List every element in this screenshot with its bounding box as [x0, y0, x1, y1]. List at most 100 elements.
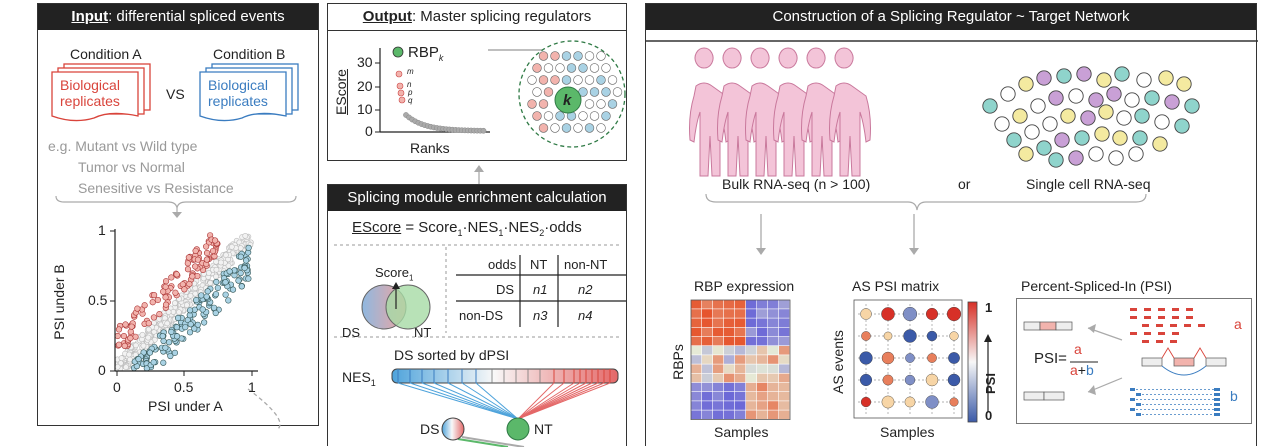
scatter-point-down: [235, 277, 242, 284]
network-node: [532, 87, 542, 97]
table-cell-n2: n2: [578, 282, 593, 297]
scatter-point-up: [141, 302, 148, 309]
table-cell-n1: n1: [533, 282, 548, 297]
single-cell: [1132, 130, 1148, 146]
scatter-point-up: [145, 320, 152, 327]
table-row-non-ds: non-DS: [459, 308, 504, 323]
scatter-point-down: [212, 309, 219, 317]
heatmap-cell: [691, 309, 702, 318]
network-node: [573, 51, 583, 61]
exon-right-top: [1055, 321, 1073, 331]
scatter-point-up: [156, 311, 163, 318]
replicates-b-line2: replicates: [208, 93, 268, 109]
heatmap-cell: [779, 336, 790, 346]
scatter-point-up: [186, 280, 193, 288]
psi-dot: [882, 374, 894, 386]
scatter-point-up: [128, 323, 135, 330]
heatmap-cell: [735, 300, 746, 309]
network-node: [584, 99, 595, 109]
psi-splicing-schematic: [1023, 308, 1227, 416]
psi-dot: [927, 353, 937, 363]
scatter-point: [172, 300, 178, 306]
network-node: [538, 99, 549, 109]
psi-dot: [949, 397, 959, 407]
condition-b-label: Condition B: [213, 46, 286, 62]
scatter-point-up: [192, 263, 199, 270]
single-cell: [1174, 118, 1190, 134]
psi-fraction-line: [1070, 361, 1098, 363]
psi-scatter-plot: [110, 229, 281, 430]
heatmap-cell: [735, 373, 746, 383]
as-psi-matrix-label: AS PSI matrix: [852, 278, 940, 294]
scatter-point-up: [168, 274, 175, 281]
single-cell: [1136, 72, 1152, 88]
read-a: [1170, 340, 1177, 343]
heatmap-cell: [768, 373, 779, 383]
nes-link-red: [517, 382, 611, 420]
scatter-point: [132, 342, 139, 349]
heatmap-cell: [746, 382, 757, 392]
heatmap-cell: [724, 327, 735, 337]
psi-colorbar: [967, 301, 992, 423]
scatter-point-up: [194, 256, 202, 263]
scatter-point-down: [182, 324, 189, 331]
network-node: [538, 75, 549, 85]
example-line-2: Tumor vs Normal: [78, 159, 185, 175]
single-cell: [1006, 132, 1022, 148]
heatmap-cell: [779, 364, 790, 373]
psi-dot: [902, 306, 918, 322]
heatmap-cell: [724, 300, 735, 309]
heatmap-cell: [691, 355, 702, 364]
read-a: [1158, 316, 1165, 319]
read-b: [1136, 403, 1141, 406]
exon-middle-center: [1173, 357, 1195, 367]
escore-ytick-10: 10: [357, 101, 373, 117]
scatter-point-up: [162, 294, 169, 301]
scatter-point: [139, 331, 146, 338]
heatmap-cell: [746, 373, 757, 383]
heatmap-cell: [735, 392, 746, 401]
single-cell: [1096, 72, 1112, 88]
table-row-ds: DS: [496, 282, 515, 297]
single-cell: [1018, 146, 1034, 162]
replicates-b-stack: [199, 63, 299, 122]
heatmap-cell: [735, 410, 746, 419]
single-cell: [1116, 110, 1132, 126]
heatmap-cell: [713, 373, 724, 383]
scatter-point-up: [114, 332, 121, 340]
heatmap-border: [690, 299, 791, 420]
network-node: [555, 63, 565, 73]
scatter-point-down: [199, 306, 206, 313]
rank-point: [480, 127, 487, 134]
scatter-point: [223, 252, 229, 258]
scatter-point-down: [238, 283, 245, 290]
heatmap-cell: [724, 355, 735, 364]
or-label: or: [958, 176, 971, 192]
network-node: [550, 75, 560, 85]
scatter-point: [237, 245, 244, 252]
heatmap-cell: [724, 364, 735, 373]
scatter-point-down: [201, 319, 208, 326]
psi-dot: [860, 396, 872, 408]
network-panel-title: Construction of a Splicing Regulator ~ T…: [646, 4, 1256, 30]
network-node: [589, 111, 600, 121]
scatter-point-up: [150, 314, 158, 321]
heatmap-cell: [746, 410, 757, 419]
network-node: [561, 123, 572, 133]
scatter-point: [145, 334, 152, 341]
heatmap-cell: [735, 318, 746, 327]
network-node: [538, 51, 549, 61]
scatter-point: [123, 364, 129, 371]
heatmap-cell: [779, 355, 790, 364]
scatter-point-up: [189, 273, 196, 280]
single-cell: [1048, 90, 1064, 106]
heatmap-cell: [768, 327, 779, 337]
heatmap-cell: [757, 327, 768, 337]
nes-link-red: [517, 382, 565, 420]
vs-label: VS: [166, 86, 185, 102]
scatter-ylabel: PSI under B: [50, 264, 67, 340]
single-cell: [1036, 140, 1052, 156]
heatmap-cell: [768, 410, 779, 419]
venn-score-label: Score1: [375, 265, 414, 283]
psi-dot: [904, 396, 916, 408]
